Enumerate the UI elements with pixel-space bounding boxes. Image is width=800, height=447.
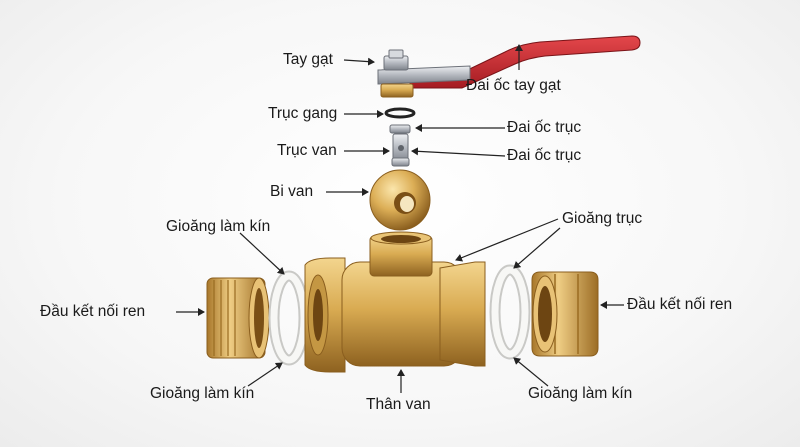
valve-body (304, 231, 486, 373)
label-stem: Trục van (277, 142, 337, 159)
left-threaded-connector (206, 277, 270, 359)
label-left-connector: Đầu kết nối ren (40, 303, 146, 320)
valve-stem (391, 133, 410, 167)
left-seal-ring (268, 270, 310, 366)
handle-nut (380, 83, 414, 98)
label-handle: Tay gạt (283, 51, 333, 68)
label-stem-nut-1: Đai ốc trục (507, 119, 582, 136)
right-hex-connector (531, 271, 599, 357)
label-seal-top: Gioăng làm kín (166, 218, 271, 235)
stem-nut (389, 124, 411, 134)
handle-lever (377, 35, 641, 89)
valve-ball (369, 169, 431, 231)
stem-gasket (384, 107, 416, 119)
right-seal-ring (489, 264, 531, 360)
label-handle-nut: Đai ốc tay gạt (466, 77, 561, 94)
label-ball: Bi van (270, 183, 314, 200)
label-body: Thân van (366, 396, 431, 413)
label-seal-bottom-left: Gioăng làm kín (150, 385, 255, 402)
label-stem-nut-2: Đai ốc trục (507, 147, 582, 164)
label-seal-bottom-right: Gioăng làm kín (528, 385, 633, 402)
leader-arrows (176, 44, 624, 393)
label-stem-gasket: Trục gang (268, 105, 338, 122)
label-stem-seal: Gioăng trục (562, 210, 643, 227)
label-right-connector: Đầu kết nối ren (627, 296, 733, 313)
